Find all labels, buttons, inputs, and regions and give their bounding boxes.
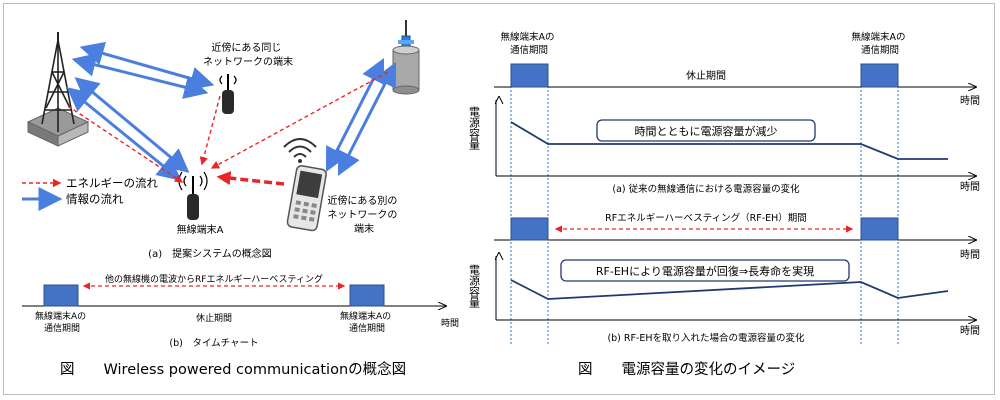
info-arrow-tower-a [74,77,190,173]
label-nearby-other: 近傍にある別の ネットワークの 端末 [327,194,400,235]
antenna-tower-icon [392,20,420,95]
callout-b-box [560,259,850,282]
energy-flow-arrows [67,71,389,186]
comm-label-left: 無線端末Aの 通信期間 [35,310,89,334]
callout-a: 時間とともに電源容量が減少 [635,124,778,138]
comm-label-left: 無線端末Aの 通信期間 [500,31,557,56]
figure-caption-left: 図 Wireless powered communicationの概念図 [60,360,406,378]
legend: エネルギーの流れ 情報の流れ [22,176,158,211]
rest-label: 休止期間 [196,312,232,324]
comm-block [510,63,549,88]
y-axis-label: 電源容量 [468,264,481,308]
info-arrow-antenna-phone [325,57,385,173]
figure-frame [3,3,995,395]
mobile-phone-icon [286,165,327,232]
y-axis-label: 電源容量 [468,106,481,150]
comm-block [510,217,549,241]
callout-a-box [596,119,816,142]
harvest-label: 他の無線機の電波からRFエネルギーハーベスティング [105,273,323,285]
energy-arrow-phone [216,171,285,186]
wireless-terminal-icon [178,171,208,220]
info-arrow-tower-a [66,87,182,181]
cell-tower-icon [26,32,90,147]
rest-label: 休止期間 [686,70,726,82]
wifi-signal-icon [283,138,317,163]
harvest-period-label: RFエネルギーハーベスティング（RF-EH）期間 [605,212,807,224]
label-nearby-same: 近傍にある同じ ネットワークの端末 [203,41,293,68]
capacity-line-a [510,121,948,160]
comm-block [860,63,899,88]
time-label: 時間 [960,325,980,337]
energy-arrow-antenna [210,71,389,169]
callout-b: RF-EHにより電源容量が回復⇒長寿命を実現 [596,264,814,278]
right-figure: 無線端末Aの 通信期間 無線端末Aの 通信期間 休止期間 時間 電源容量 時間と… [468,31,981,378]
energy-arrow-same [199,95,221,166]
timechart-left: 他の無線機の電波からRFエネルギーハーベスティング 無線端末Aの 通信期間 休止… [22,273,459,349]
figure-caption-right: 図 電源容量の変化のイメージ [578,361,795,378]
energy-arrow-tower [67,105,184,183]
time-label: 時間 [960,95,980,107]
time-label: 時間 [960,181,980,193]
comm-block-right [349,284,385,307]
time-label: 時間 [960,249,980,261]
comm-block [860,217,899,241]
caption-a: (a) 従来の無線通信における電源容量の変化 [612,183,800,195]
comm-label-right: 無線端末Aの 通信期間 [851,31,908,56]
wireless-terminal-icon [219,74,237,114]
legend-info-label: 情報の流れ [66,192,124,206]
caption-a: (a) 提案システムの概念図 [148,247,272,260]
time-label: 時間 [441,318,459,329]
caption-b: (b) RF-EHを取り入れた場合の電源容量の変化 [607,332,805,344]
legend-energy-label: エネルギーの流れ [66,176,158,190]
comm-label-right: 無線端末Aの 通信期間 [340,310,394,334]
caption-b: (b) タイムチャート [169,338,258,349]
info-arrow-antenna-phone [337,61,397,177]
label-terminal-a: 無線端末A [177,223,224,236]
comm-block-left [43,284,79,307]
capacity-line-b [510,279,949,300]
